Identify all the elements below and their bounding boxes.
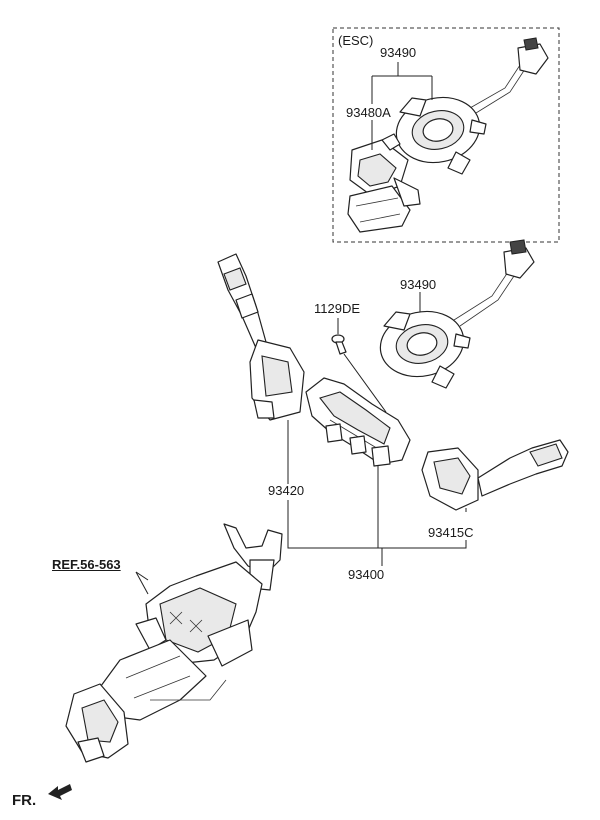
wiper-switch (421, 439, 569, 511)
esc-angle-sensor (347, 133, 421, 233)
clock-spring (379, 239, 535, 389)
steering-column (65, 523, 283, 763)
switch-body (305, 377, 411, 467)
esc-clock-spring (395, 37, 549, 175)
reference-label: REF.56-563 (52, 557, 121, 572)
screw (331, 334, 387, 413)
esc-dashed-box (332, 27, 560, 243)
part-label-93490-esc: 93490 (380, 45, 417, 60)
part-label-1129DE: 1129DE (314, 301, 361, 316)
front-marker-label: FR. (12, 792, 37, 809)
part-label-93480A: 93480A (346, 105, 391, 120)
esc-box-label: (ESC) (338, 33, 374, 48)
part-label-93490: 93490 (400, 277, 437, 292)
part-label-93415C: 93415C (428, 525, 474, 540)
part-label-93400: 93400 (348, 567, 385, 582)
light-switch (217, 253, 305, 421)
part-label-93420: 93420 (268, 483, 305, 498)
front-arrow-icon (48, 784, 72, 800)
